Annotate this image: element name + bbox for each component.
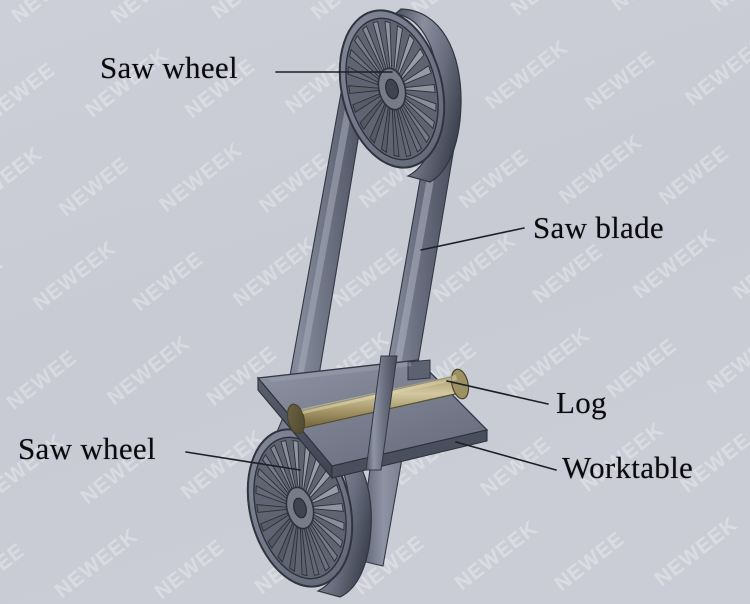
log-near-end-cap <box>286 403 306 435</box>
leader-saw-wheel-bot <box>185 451 301 471</box>
label-saw-blade: Saw blade <box>533 210 664 245</box>
bottom-wheel-rim-band <box>310 431 372 598</box>
leader-log <box>446 380 549 405</box>
label-saw-wheel-top: Saw wheel <box>100 50 238 85</box>
saw-wheel-top <box>338 8 462 183</box>
leader-worktable <box>455 441 557 471</box>
label-worktable: Worktable <box>562 450 694 485</box>
label-log: Log <box>556 385 607 420</box>
leader-saw-blade <box>420 227 525 251</box>
worktable-highlight <box>268 362 412 382</box>
label-saw-wheel-bottom: Saw wheel <box>18 431 156 466</box>
bottom-wheel-axle-bore <box>293 497 307 519</box>
saw-blade-cutting-segment <box>365 355 398 471</box>
worktable-back-lip <box>407 359 431 381</box>
top-wheel-spokes <box>347 20 437 158</box>
top-wheel-disc <box>338 9 446 169</box>
saw-blade-through-table <box>365 355 398 471</box>
top-wheel-axle-bore <box>385 78 399 100</box>
saw-blade-back-highlight <box>289 64 360 421</box>
